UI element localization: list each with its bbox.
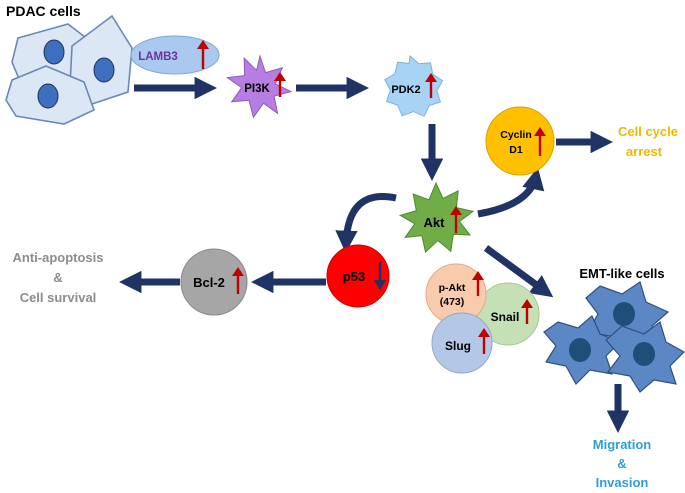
p53-node [326, 244, 390, 308]
lamb3-label: LAMB3 [138, 51, 178, 63]
anti-apoptosis-label-line3: Cell survival [20, 290, 97, 305]
p53-down-arrow-icon [374, 262, 386, 290]
akt-up-arrow-icon [450, 206, 462, 233]
pdk2-label: PDK2 [391, 84, 420, 96]
arrow-akt-to-emt [483, 245, 554, 298]
migration-label-line1: Migration [593, 437, 652, 452]
arrow-akt-to-p53 [335, 193, 397, 253]
emt-nucleus [613, 302, 635, 326]
emt-cells-label: EMT-like cells [579, 266, 664, 281]
bcl2-label: Bcl-2 [193, 275, 225, 290]
snail-label: Snail [491, 310, 520, 324]
migration-label-line2: & [617, 456, 626, 471]
slug-node [431, 312, 493, 374]
p-akt-label-line2: (473) [440, 296, 465, 308]
cyclin-label-line2: D1 [509, 144, 523, 156]
migration-label-line3: Invasion [596, 475, 649, 490]
pdk2-node [384, 54, 444, 117]
cyclin-d1-node [485, 106, 555, 176]
slug-up-arrow-icon [478, 328, 490, 354]
emt-nucleus [633, 342, 655, 366]
lamb3-node [130, 35, 220, 75]
pdac-nucleus [43, 39, 65, 65]
cell-cycle-label-line2: arrest [626, 144, 663, 159]
cell-cycle-label-line1: Cell cycle [618, 124, 678, 139]
akt-label: Akt [424, 215, 446, 230]
pdac-nucleus [93, 57, 115, 83]
anti-apoptosis-label-line2: & [53, 270, 62, 285]
p53-label: p53 [343, 269, 365, 284]
cyclin-label-line1: Cyclin [500, 129, 532, 141]
slug-label: Slug [445, 339, 471, 353]
pdac-cells-cluster [5, 14, 133, 125]
pi3k-label: PI3K [244, 83, 270, 95]
bcl2-node [180, 248, 248, 316]
pdk2-up-arrow-icon [425, 73, 437, 98]
lamb3-up-arrow-icon [197, 40, 209, 69]
emt-cells-cluster [543, 281, 685, 393]
pdac-nucleus [37, 83, 59, 109]
p-akt-label-line1: p-Akt [439, 282, 466, 294]
snail-up-arrow-icon [521, 299, 533, 324]
pdac-cells-label: PDAC cells [6, 3, 81, 19]
p-akt-up-arrow-icon [472, 271, 484, 296]
anti-apoptosis-label-line1: Anti-apoptosis [13, 250, 104, 265]
cyclin-up-arrow-icon [534, 127, 546, 156]
arrow-akt-to-cyclin [477, 167, 545, 218]
bcl2-up-arrow-icon [232, 267, 244, 294]
emt-nucleus [569, 338, 591, 362]
pi3k-up-arrow-icon [274, 72, 286, 97]
